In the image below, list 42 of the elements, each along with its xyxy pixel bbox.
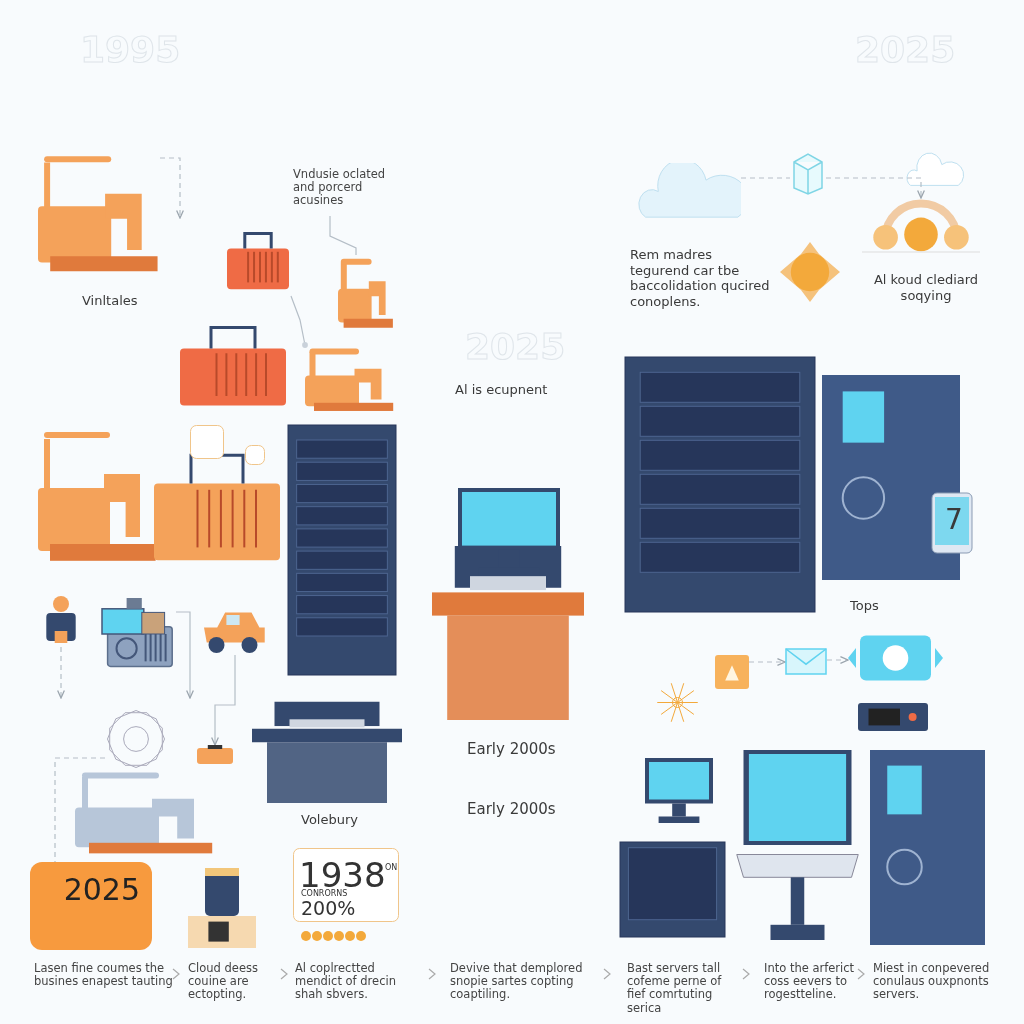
connector-line: [54, 757, 106, 863]
gear-cluster-icon: [862, 198, 980, 254]
era-label: Early 2000s: [467, 800, 556, 818]
arrow: [748, 658, 786, 666]
stat-percent: 200%: [301, 899, 356, 918]
connector-line: [740, 177, 791, 179]
stat-card: [293, 848, 399, 922]
caption-text: Al coplrectted mendict of drecin shah sbvers.: [295, 962, 397, 1002]
envelope-icon: [785, 648, 827, 675]
description-text: Al koud clediard soqying: [872, 272, 980, 304]
item-label: Vinltales: [82, 293, 138, 309]
polygon-icon: [105, 708, 167, 770]
arrow: [211, 654, 236, 746]
arrow: [57, 646, 65, 699]
arrow: [159, 157, 184, 219]
number-text: 7: [944, 503, 964, 537]
connector-line: [329, 215, 357, 256]
description-text: Rem madres tegurend car tbe baccolidation qucired conoplens.: [630, 247, 771, 310]
year-box: [30, 862, 152, 950]
arrow: [175, 611, 194, 699]
caption-text: Miest in conpevered conulaus ouxpnonts servers.: [873, 962, 991, 1002]
caption-text: Devive that demplored snopie sartes copting coaptiling.: [450, 962, 584, 1002]
box-icon: [197, 745, 233, 766]
caption-text: Bast servers tall cofeme perne of fief comrtuting serica: [627, 962, 723, 1015]
stat-caption: CONRORNS: [301, 890, 348, 898]
caption-text: Lasen fine coumes the busines enapest tauting: [34, 962, 174, 989]
app-icon: [715, 655, 749, 689]
arrow: [826, 656, 849, 664]
item-label: Tops: [850, 598, 879, 614]
caption-text: Into the arferict coss eevers to rogestteline.: [764, 962, 856, 1002]
item-label: Volebury: [301, 812, 358, 828]
unit-text: ON: [385, 864, 398, 872]
annotation-text: Vndusie oclated and porcerd acusines: [293, 168, 408, 216]
caption-text: Cloud deess couine are ectopting.: [188, 962, 259, 1002]
cloud-icon: [635, 163, 741, 220]
era-label: Early 2000s: [467, 740, 556, 758]
section-title: Al is ecupnent: [455, 382, 548, 398]
machine-drawing: [305, 345, 395, 413]
computer-machine-drawing: [100, 598, 176, 670]
cube-icon: [790, 152, 826, 196]
year-text: 2025: [63, 872, 140, 907]
arrow: [825, 177, 925, 199]
